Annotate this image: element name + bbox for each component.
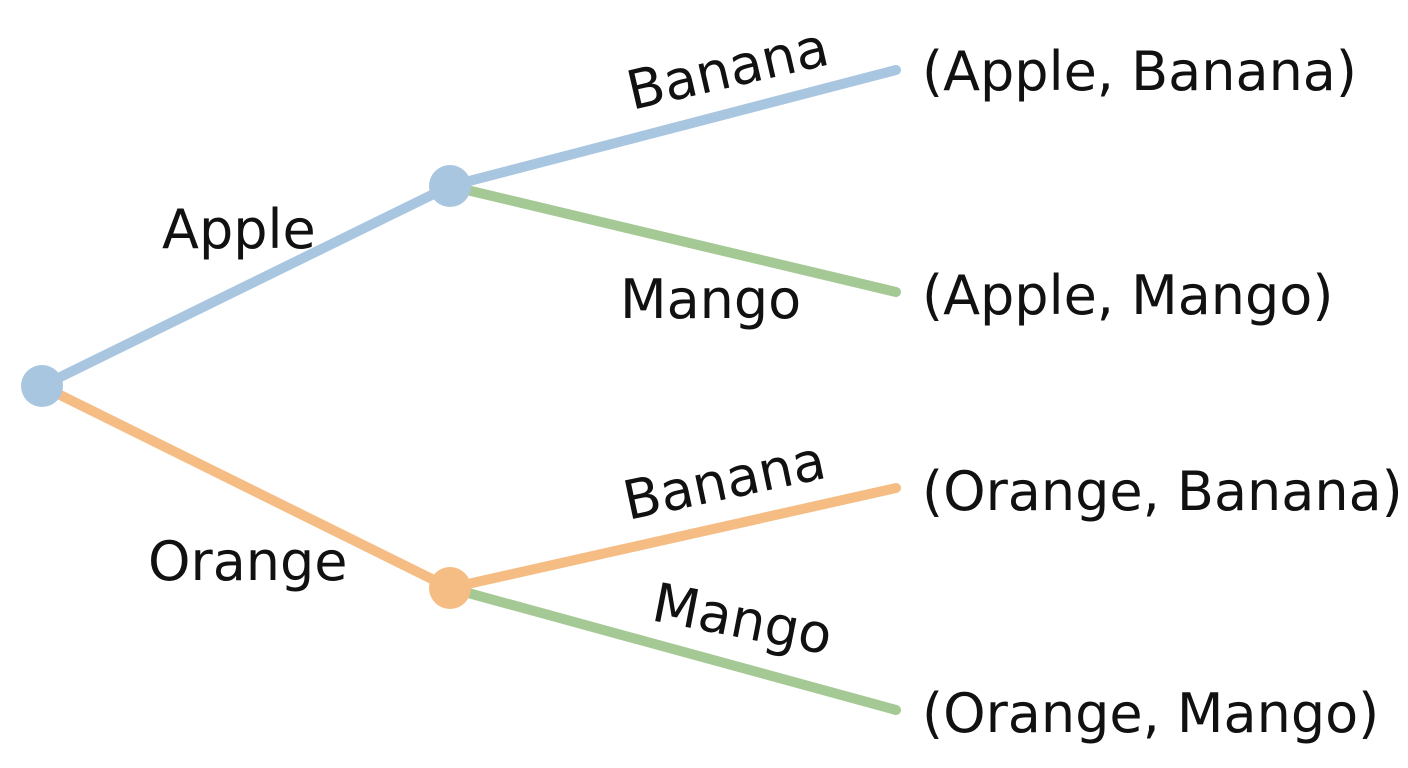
root-node bbox=[21, 365, 63, 407]
label-orange: Orange bbox=[148, 530, 348, 593]
branch-apple bbox=[37, 181, 455, 391]
outcome-orange-banana: (Orange, Banana) bbox=[922, 460, 1403, 523]
branch-orange bbox=[37, 381, 455, 593]
label-orange-banana: Banana bbox=[618, 429, 831, 533]
label-apple-mango: Mango bbox=[620, 268, 801, 331]
outcome-apple-mango: (Apple, Mango) bbox=[922, 264, 1333, 327]
orange-node bbox=[429, 567, 471, 609]
branch-orange-banana bbox=[445, 483, 901, 593]
branch-apple-mango bbox=[445, 181, 901, 297]
label-apple-banana: Banana bbox=[621, 15, 835, 122]
outcome-orange-mango: (Orange, Mango) bbox=[922, 682, 1379, 745]
outcome-apple-banana: (Apple, Banana) bbox=[922, 40, 1357, 103]
branch-orange-mango bbox=[445, 583, 901, 715]
label-apple: Apple bbox=[162, 198, 316, 261]
apple-node bbox=[429, 165, 471, 207]
branch-apple-banana bbox=[445, 65, 901, 191]
